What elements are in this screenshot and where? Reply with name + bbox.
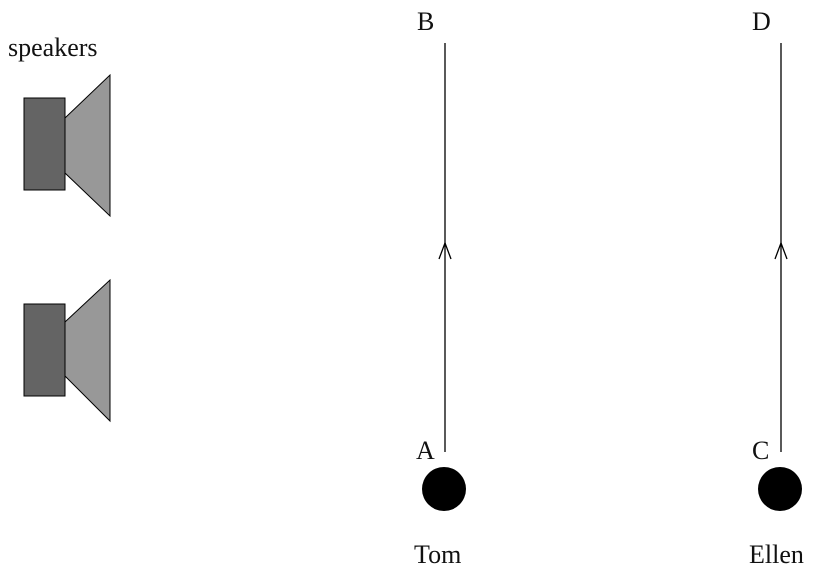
speaker-bottom-body bbox=[23, 303, 66, 397]
arrowhead-a-to-b bbox=[438, 241, 452, 260]
point-d-label: D bbox=[752, 7, 771, 36]
person-tom-label: Tom bbox=[414, 540, 462, 569]
point-c-label: C bbox=[752, 436, 770, 465]
point-b-label: B bbox=[417, 7, 435, 36]
speakers-label: speakers bbox=[8, 33, 98, 62]
arrowhead-c-to-d bbox=[774, 241, 788, 260]
person-ellen-label: Ellen bbox=[749, 540, 804, 569]
speaker-bottom bbox=[23, 278, 111, 423]
speaker-top bbox=[23, 73, 111, 218]
person-tom-dot bbox=[422, 467, 466, 511]
person-ellen-dot bbox=[758, 467, 802, 511]
speaker-top-cone bbox=[64, 73, 111, 218]
speaker-bottom-cone bbox=[64, 278, 111, 423]
point-a-label: A bbox=[416, 436, 435, 465]
speaker-top-body bbox=[23, 97, 66, 191]
